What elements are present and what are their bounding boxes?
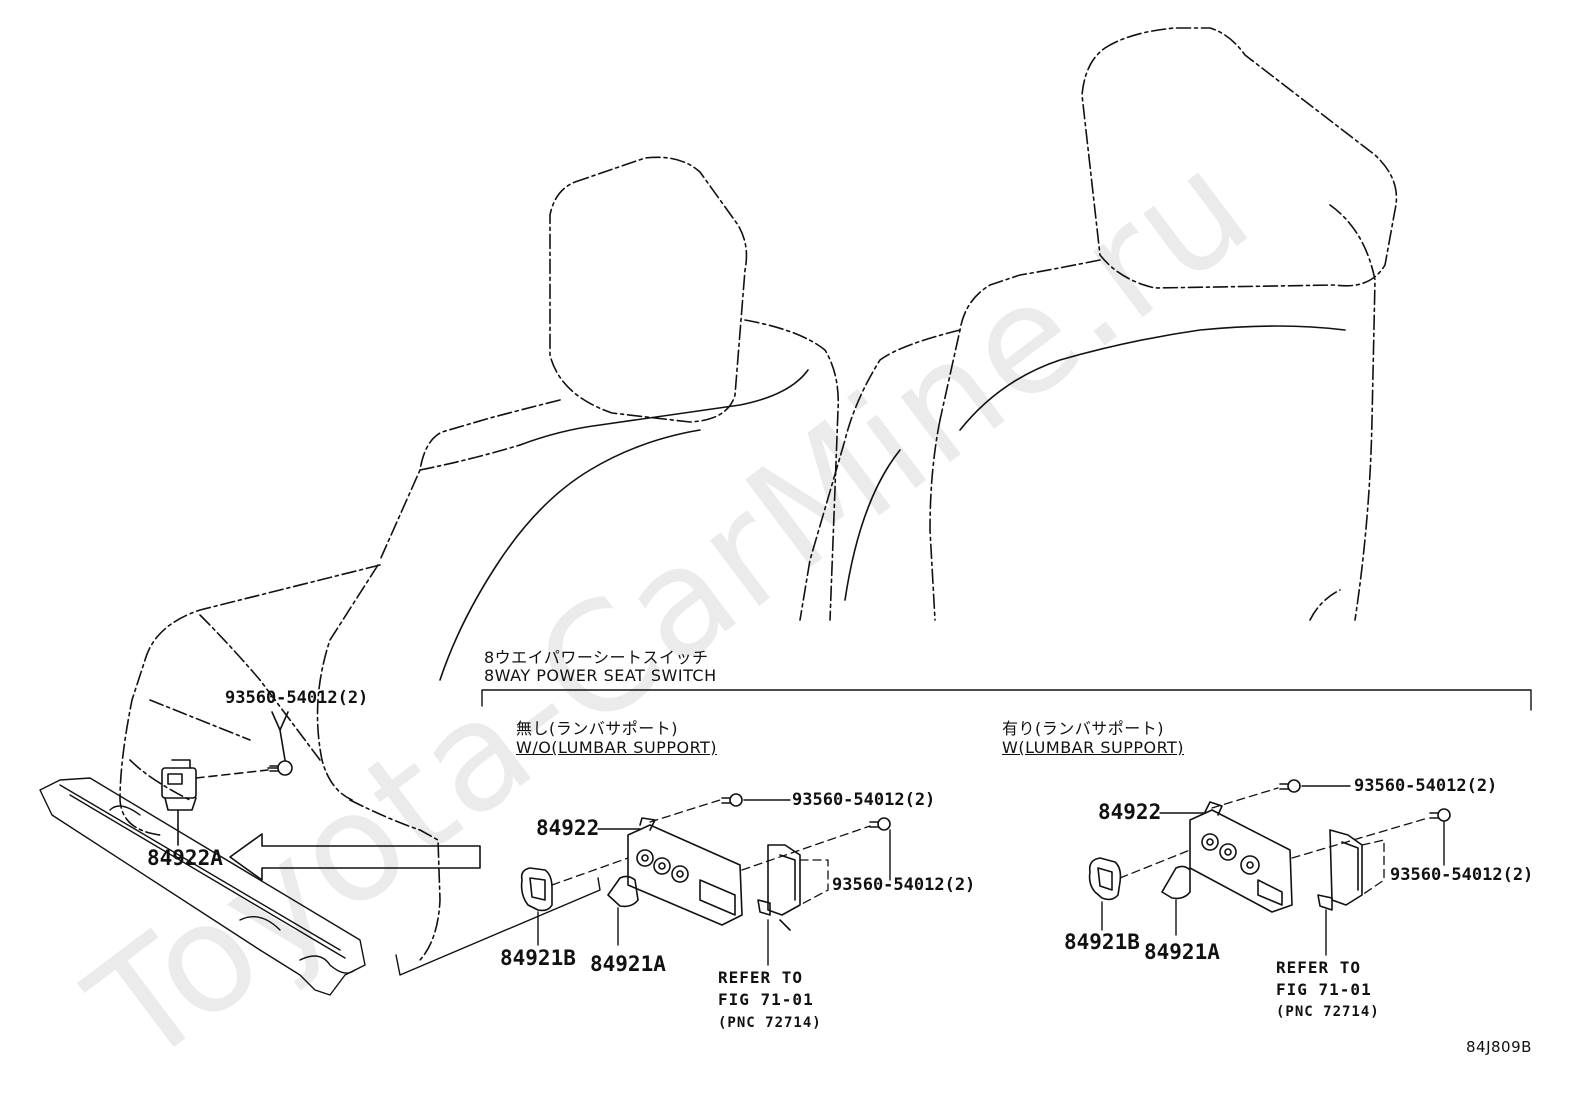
wo-knob-a-part-number: 84921A [590,952,666,976]
w-dashes [1119,787,1429,896]
w-leaders [1101,785,1445,956]
wo-switch-part-number: 84922 [536,816,600,840]
left-screw-part-number: 93560-54012(2) [225,688,369,708]
w-knob-a-part-number: 84921A [1144,940,1220,964]
w-refer-line1: REFER TO [1276,958,1362,977]
w-variant-title-jp: 有り(ランバサポート) [1002,719,1164,738]
pointer-arrow [229,833,481,881]
w-switch-part-number: 84922 [1098,800,1162,824]
w-knob-b-part-number: 84921B [1064,930,1140,954]
wo-dashes [551,799,871,906]
w-refer-line3: (PNC 72714) [1276,1004,1380,1020]
wo-leaders [537,799,891,966]
wo-refer-line2: FIG 71-01 [718,990,814,1009]
right-seat-solid [844,325,1346,601]
section-bracket [481,689,1532,711]
w-screw-top-part-number: 93560-54012(2) [1354,776,1498,796]
left-screw [267,760,293,776]
left-screw-dash [195,769,269,779]
w-refer-line2: FIG 71-01 [1276,980,1372,999]
section-title-jp: 8ウエイパワーシートスイッチ [484,648,709,667]
wo-refer-line3: (PNC 72714) [718,1015,822,1031]
w-screw-side-part-number: 93560-54012(2) [1390,865,1534,885]
wo-screw-top-part-number: 93560-54012(2) [792,790,936,810]
wo-variant-title-en: W/O(LUMBAR SUPPORT) [516,738,718,757]
seat-switch-small [161,759,197,811]
w-variant-title-en: W(LUMBAR SUPPORT) [1002,738,1185,757]
switch-assembly-part-number: 84922A [147,846,223,870]
left-seat-solid [439,369,809,681]
wo-variant-title-jp: 無し(ランバサポート) [516,719,678,738]
wo-screw-side-part-number: 93560-54012(2) [832,875,976,895]
wo-switch-assembly [520,793,891,931]
figure-code: 84J809B [1466,1038,1532,1056]
left-seat-outline [119,156,840,961]
right-seat-outline [799,27,1398,621]
wo-refer-line1: REFER TO [718,968,804,987]
section-title-en: 8WAY POWER SEAT SWITCH [484,666,717,685]
w-switch-assembly [1088,779,1451,913]
seat-rail [39,777,601,996]
wo-knob-b-part-number: 84921B [500,946,576,970]
